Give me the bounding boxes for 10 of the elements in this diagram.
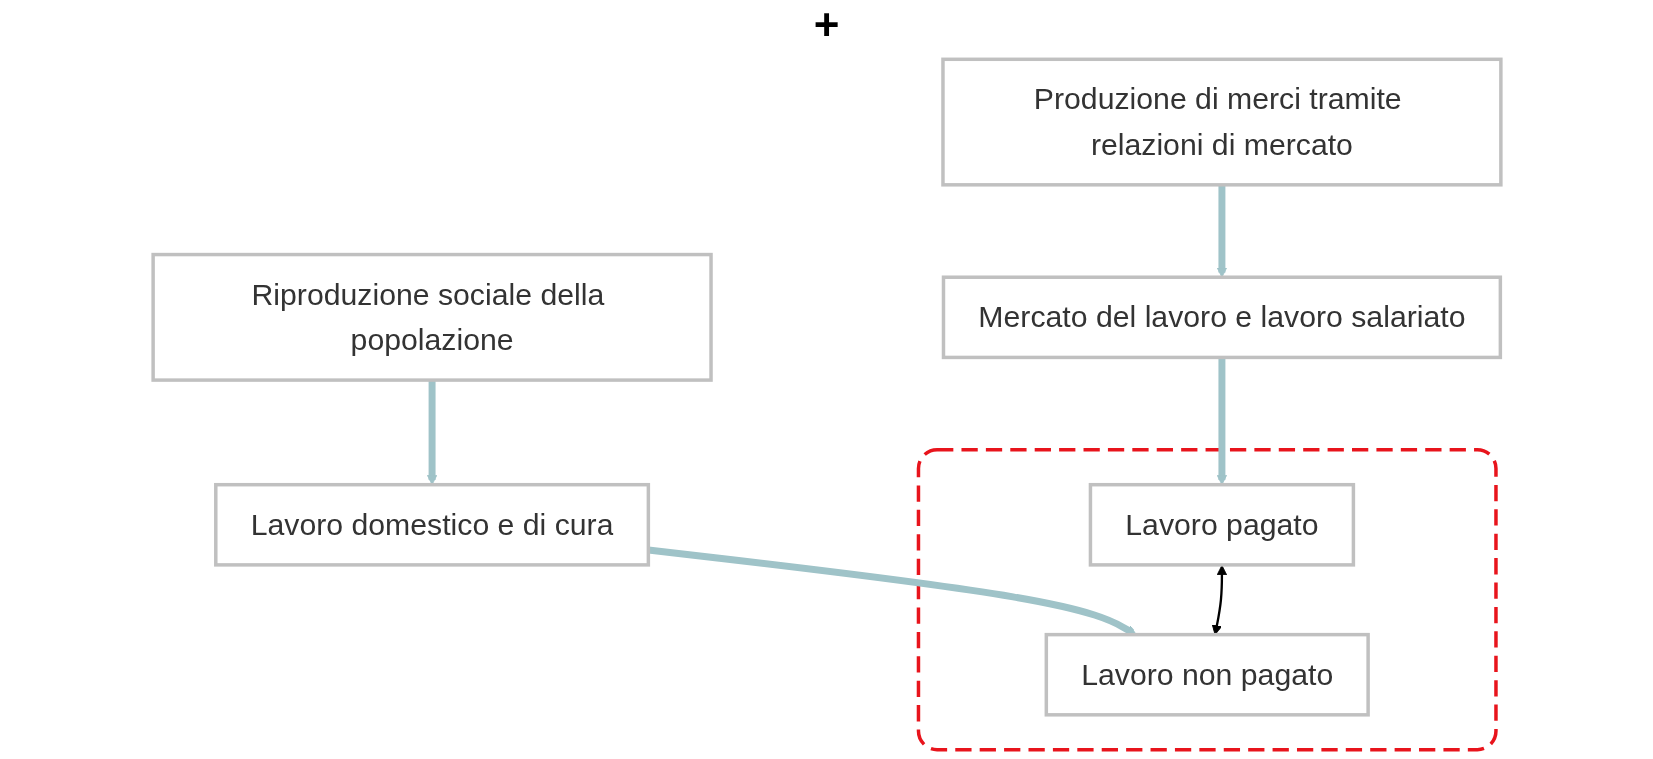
node-box: Riproduzione sociale della popolazione xyxy=(150,252,713,382)
node-box: Mercato del lavoro e lavoro salariato xyxy=(941,275,1502,360)
node-box: Lavoro domestico e di cura xyxy=(213,482,650,567)
cluster xyxy=(916,448,1498,752)
arrow xyxy=(426,380,437,486)
node-box: Lavoro pagato xyxy=(1088,482,1355,567)
plus-sign: + xyxy=(813,0,840,49)
arrow xyxy=(1216,184,1227,278)
node-box: Produzione di merci tramite relazioni di mercato xyxy=(940,57,1503,187)
node-box: Lavoro non pagato xyxy=(1044,632,1370,717)
